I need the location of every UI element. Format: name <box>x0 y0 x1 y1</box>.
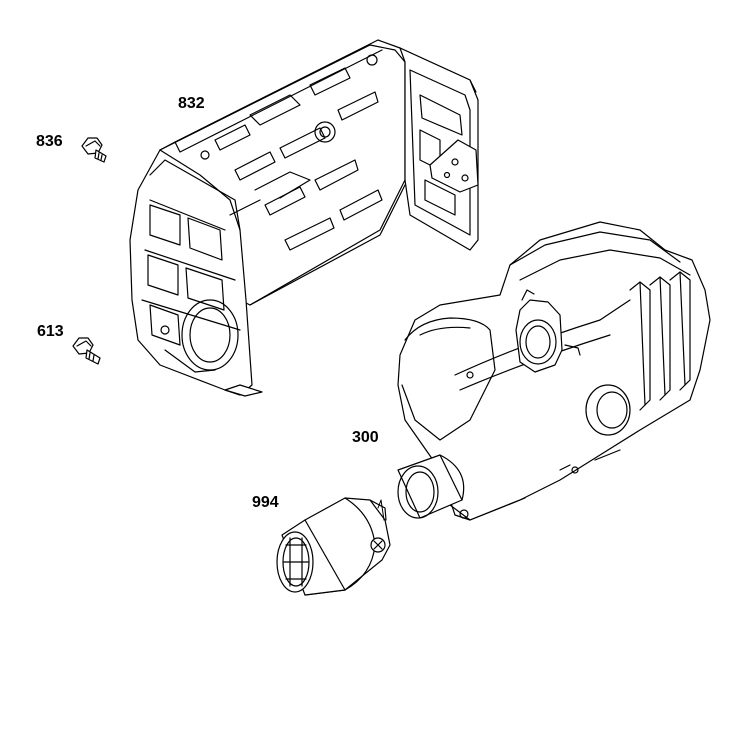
screw-613 <box>72 337 101 365</box>
callout-832: 832 <box>178 95 205 112</box>
callout-300: 300 <box>352 429 379 446</box>
screw-836 <box>81 137 107 163</box>
muffler <box>397 221 711 521</box>
callout-markers <box>377 499 385 521</box>
spark-arrestor <box>276 497 391 596</box>
callout-836: 836 <box>36 133 63 150</box>
callout-994: 994 <box>252 494 279 511</box>
heat-shield <box>129 39 479 397</box>
callout-613: 613 <box>37 323 64 340</box>
